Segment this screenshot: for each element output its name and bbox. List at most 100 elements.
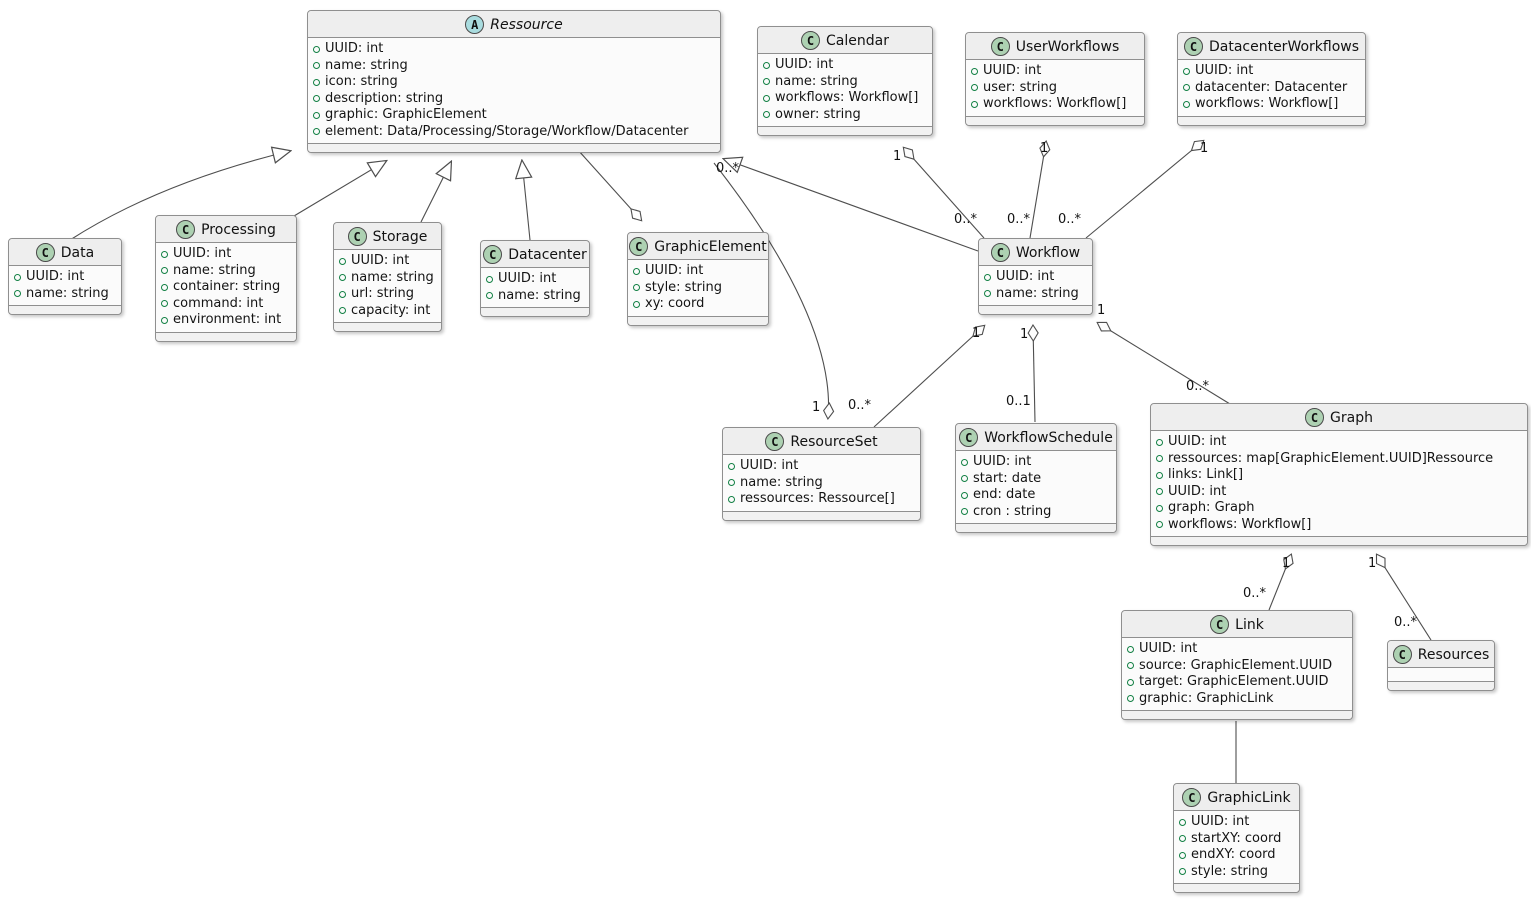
class-name: ResourceSet [790,433,878,450]
attribute-row: UUID: int [486,271,583,288]
attribute-row: capacity: int [339,303,435,320]
class-methods-empty [966,115,1144,125]
field-visibility-icon [1156,455,1163,463]
class-name: Link [1235,616,1264,633]
attribute-text: endXY: coord [1191,847,1276,862]
attribute-text: icon: string [325,74,398,89]
attribute-row: UUID: int [161,246,290,263]
attribute-row: UUID: int [1183,63,1359,80]
field-visibility-icon [633,284,640,292]
class-name: GraphicLink [1207,789,1291,806]
attribute-row: UUID: int [961,454,1110,471]
class-header-link: C Link [1122,611,1352,638]
field-visibility-icon [961,475,968,483]
field-visibility-icon [1156,504,1163,512]
multiplicity-label: 1 [812,400,821,415]
edge-processing-extends-ressource [293,161,386,217]
field-visibility-icon [633,300,640,308]
attribute-row: ressources: Ressource[] [728,491,914,508]
attribute-text: owner: string [775,106,861,122]
class-name: Datacenter [508,246,587,263]
attribute-row: name: string [161,263,290,280]
class-name: Graph [1330,409,1373,426]
attribute-row: UUID: int [339,253,435,270]
class-circle-icon: C [35,243,55,262]
field-visibility-icon [486,292,493,300]
class-name: Data [60,244,95,261]
multiplicity-label: 1 [1020,327,1029,342]
attribute-row: UUID: int [1156,484,1521,501]
field-visibility-icon [1127,678,1134,686]
class-name: Resources [1417,646,1490,663]
field-visibility-icon [161,283,168,291]
attribute-text: UUID: int [325,41,384,56]
attribute-row: links: Link[] [1156,467,1521,484]
field-visibility-icon [339,290,346,298]
attribute-text: target: GraphicElement.UUID [1139,674,1329,689]
attribute-row: name: string [313,58,714,75]
field-visibility-icon [984,273,991,281]
attribute-row: icon: string [313,74,714,91]
class-methods-empty [1122,710,1352,719]
abstract-circle-icon: A [465,15,485,34]
multiplicity-label: 1 [1200,141,1209,156]
field-visibility-icon [1179,835,1186,843]
field-visibility-icon [313,111,320,119]
attribute-text: workflows: Workflow[] [1168,516,1312,532]
attribute-text: UUID: int [645,263,704,278]
field-visibility-icon [1156,488,1163,496]
field-visibility-icon [971,67,978,75]
class-circle-icon: C [629,237,649,256]
attribute-row: UUID: int [14,269,115,286]
attribute-text: UUID: int [775,57,834,72]
multiplicity-label: 0..* [954,212,978,227]
class-name: DatacenterWorkflows [1208,38,1360,55]
attribute-text: UUID: int [1168,434,1227,449]
field-visibility-icon [161,250,168,258]
edge-calendar-has-workflows [904,148,985,239]
class-name: Calendar [826,32,889,49]
field-visibility-icon [1179,851,1186,859]
attribute-text: UUID: int [1139,641,1198,656]
attribute-row: graphic: GraphicElement [313,107,714,124]
attribute-row: xy: coord [633,296,762,313]
attribute-text: graphic: GraphicElement [325,107,487,122]
attribute-text: graphic: GraphicLink [1139,690,1274,706]
attribute-text: UUID: int [996,269,1055,284]
class-circle-icon: C [1210,615,1230,634]
attribute-row: name: string [14,286,115,303]
field-visibility-icon [14,290,21,298]
attribute-text: workflows: Workflow[] [775,90,919,105]
attribute-text: style: string [1191,863,1269,879]
class-circle-icon: C [990,243,1010,262]
class-circle-icon: C [176,220,196,239]
attribute-row: description: string [313,91,714,108]
attribute-row: style: string [633,280,762,297]
class-name: UserWorkflows [1015,38,1120,55]
attribute-text: datacenter: Datacenter [1195,79,1348,95]
attribute-text: name: string [498,287,581,303]
